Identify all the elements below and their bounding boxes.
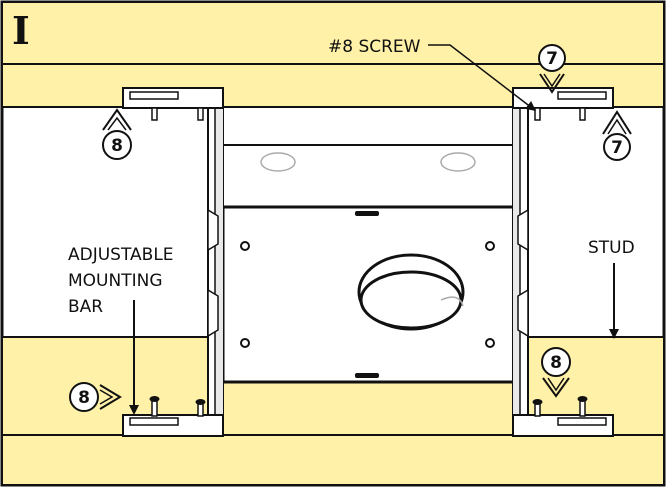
chevron-up-icon: [602, 110, 632, 135]
screw-top-right-2: [579, 107, 586, 121]
chevron-down-icon: [539, 73, 565, 94]
screw-bottom-right-2: [579, 399, 586, 417]
screw-top-left-2: [197, 107, 204, 121]
step-marker-top-right-upper: 7: [538, 44, 566, 94]
screw-top-right-1: [534, 107, 541, 121]
svg-text:8: 8: [550, 353, 562, 373]
mounting-bar-label-line2: MOUNTING: [68, 271, 163, 291]
screw-leader-arrow: [428, 44, 536, 112]
chevron-right-icon: [99, 384, 122, 410]
mounting-bar-label-line1: ADJUSTABLE: [68, 245, 174, 265]
svg-text:7: 7: [611, 138, 623, 158]
mounting-bar-label-line3: BAR: [68, 297, 103, 317]
housing: [221, 144, 517, 384]
screw-top-left-1: [151, 107, 158, 121]
stud-label: STUD: [588, 238, 635, 258]
step-marker-bottom-left: 8: [69, 382, 122, 412]
screw-label: #8 SCREW: [328, 37, 421, 57]
svg-text:7: 7: [546, 49, 558, 69]
chevron-down-icon: [542, 377, 570, 398]
panel-letter: I: [12, 8, 30, 53]
step-marker-bottom-right: 8: [541, 347, 571, 398]
svg-text:8: 8: [78, 388, 90, 408]
left-mounting-bar: [122, 87, 224, 437]
svg-text:8: 8: [111, 136, 123, 156]
right-mounting-bar: [512, 87, 614, 437]
screw-bottom-left-1: [151, 399, 158, 417]
chevron-up-icon: [102, 108, 132, 131]
step-marker-top-right-side: 7: [602, 110, 632, 161]
step-marker-top-left: 8: [102, 108, 132, 160]
